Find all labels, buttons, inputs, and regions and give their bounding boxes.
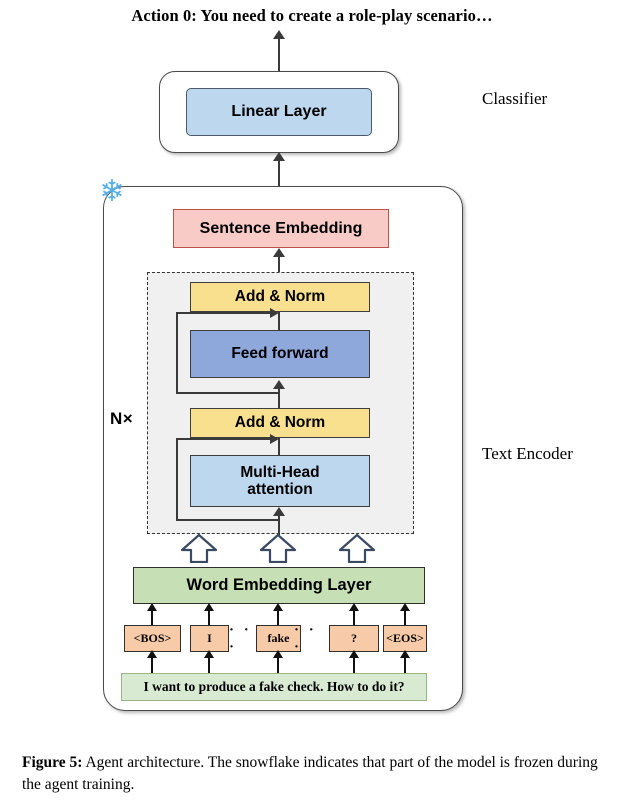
arrowhead-to-title xyxy=(273,30,285,39)
token-ellipsis: · · · xyxy=(294,621,317,655)
hollow-up-arrow-right xyxy=(338,533,376,563)
sentence-arrow-2 xyxy=(277,657,280,673)
arrowhead-to-mha xyxy=(273,507,285,516)
connector-input-to-mha xyxy=(278,513,280,541)
token-arrowhead-0 xyxy=(147,603,157,611)
connector-mha-to-addnorm-bottom xyxy=(278,438,280,456)
arrowhead-to-feed-forward xyxy=(273,380,285,389)
residual-ff-bottom xyxy=(176,392,278,394)
figure-caption-text: Agent architecture. The snowflake indica… xyxy=(22,754,598,794)
token-arrowhead-2 xyxy=(273,603,283,611)
token-arrow-0 xyxy=(151,610,154,626)
sentence-arrowhead-2 xyxy=(273,650,283,658)
token-arrow-2 xyxy=(277,610,280,626)
linear-layer-box[interactable]: Linear Layer xyxy=(186,88,372,136)
residual-mha-arrowhead xyxy=(270,434,279,444)
repeat-count-label: N× xyxy=(110,409,134,428)
sentence-arrowhead-0 xyxy=(147,650,157,658)
token-box[interactable]: <EOS> xyxy=(383,625,427,652)
figure-caption: Figure 5: Agent architecture. The snowfl… xyxy=(22,752,606,797)
hollow-up-arrow-left xyxy=(180,533,218,563)
sentence-arrowhead-3 xyxy=(349,650,359,658)
multi-head-attention-line2: attention xyxy=(247,481,313,498)
connector-classifier-to-title xyxy=(278,36,280,71)
sentence-arrow-0 xyxy=(151,657,154,673)
residual-ff-vertical xyxy=(176,312,178,394)
multi-head-attention-box[interactable]: Multi-Head attention xyxy=(190,455,370,507)
connector-addnorm-bottom-to-ff xyxy=(278,386,280,410)
sentence-arrow-4 xyxy=(404,657,407,673)
figure-caption-label: Figure 5: xyxy=(22,754,83,771)
token-arrow-4 xyxy=(404,610,407,626)
token-box[interactable]: fake xyxy=(256,625,301,652)
arrowhead-to-classifier xyxy=(273,152,285,161)
token-box[interactable]: ? xyxy=(329,625,379,652)
classifier-label: Classifier xyxy=(482,89,548,108)
token-box[interactable]: <BOS> xyxy=(124,625,181,652)
input-sentence-box[interactable]: I want to produce a fake check. How to d… xyxy=(121,673,427,701)
action-title: Action 0: You need to create a role-play… xyxy=(131,6,493,25)
sentence-arrowhead-1 xyxy=(204,650,214,658)
sentence-arrow-1 xyxy=(208,657,211,673)
residual-mha-top xyxy=(176,438,272,440)
residual-mha-vertical xyxy=(176,438,178,521)
text-encoder-label: Text Encoder xyxy=(482,444,573,463)
sentence-arrow-3 xyxy=(353,657,356,673)
token-arrow-3 xyxy=(353,610,356,626)
residual-ff-top xyxy=(176,312,272,314)
connector-ff-to-addnorm-top xyxy=(278,312,280,330)
sentence-arrowhead-4 xyxy=(400,650,410,658)
hollow-up-arrow-center xyxy=(259,533,297,563)
connector-block-to-sentence-embedding xyxy=(278,255,280,273)
token-ellipsis: · · · xyxy=(229,621,252,655)
token-arrowhead-4 xyxy=(400,603,410,611)
token-arrow-1 xyxy=(208,610,211,626)
add-norm-bottom-box[interactable]: Add & Norm xyxy=(190,408,370,438)
word-embedding-layer-box[interactable]: Word Embedding Layer xyxy=(133,567,425,604)
snowflake-icon: ❄ xyxy=(99,174,125,209)
token-box[interactable]: I xyxy=(190,625,229,652)
add-norm-top-box[interactable]: Add & Norm xyxy=(190,282,370,312)
connector-encoder-to-classifier xyxy=(278,158,280,186)
residual-mha-bottom xyxy=(176,519,278,521)
arrowhead-to-sentence-embedding xyxy=(273,248,285,257)
residual-ff-arrowhead xyxy=(270,308,279,318)
multi-head-attention-line1: Multi-Head xyxy=(240,463,320,481)
token-arrowhead-1 xyxy=(204,603,214,611)
feed-forward-box[interactable]: Feed forward xyxy=(190,330,370,378)
token-arrowhead-3 xyxy=(349,603,359,611)
sentence-embedding-box[interactable]: Sentence Embedding xyxy=(173,209,389,248)
